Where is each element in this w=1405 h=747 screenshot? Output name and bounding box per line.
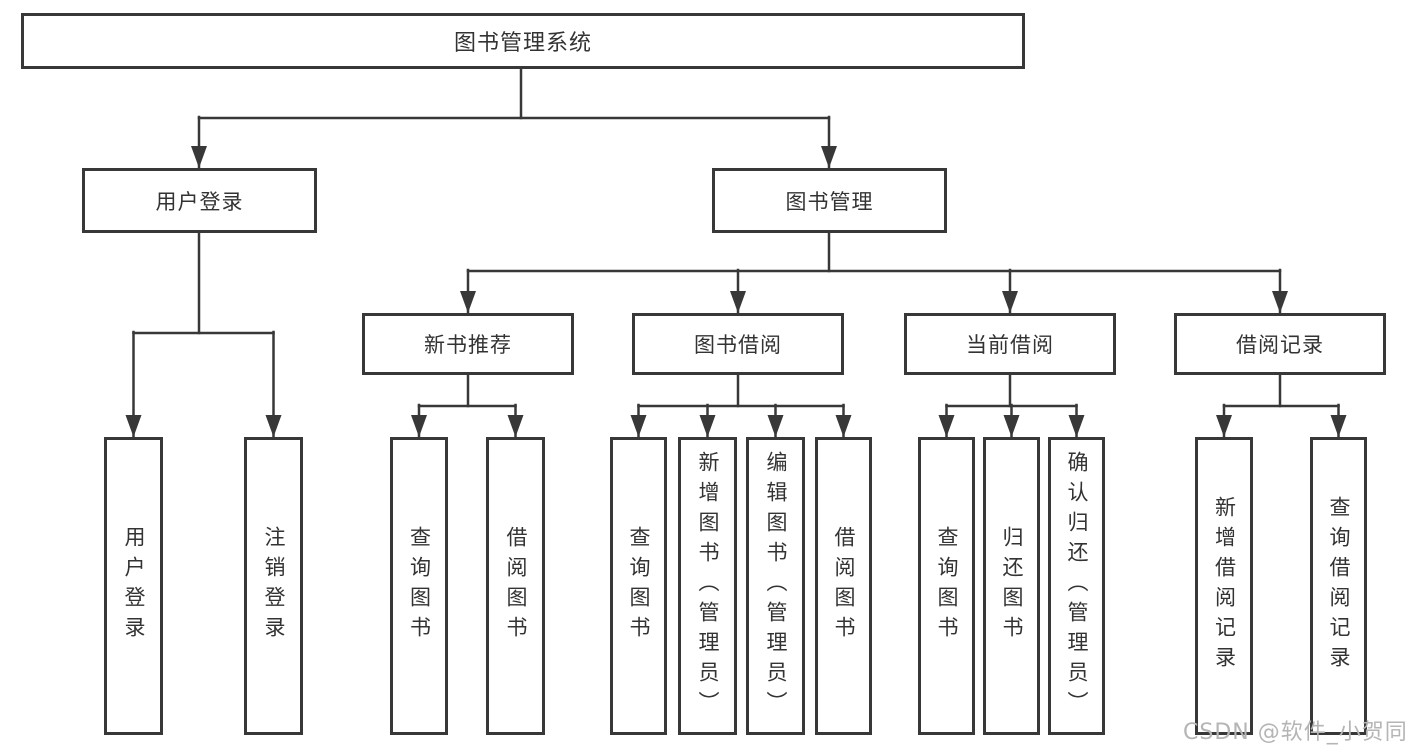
- leaf-logout-label: 注销登录: [262, 526, 287, 646]
- node-new-book-recommend: 新书推荐: [362, 313, 574, 375]
- leaf-confirm-return-admin: 确认归还（管理员）: [1048, 437, 1105, 735]
- leaf-query-borrow-record: 查询借阅记录: [1310, 437, 1367, 735]
- leaf-query-books-3-label: 查询图书: [935, 526, 960, 646]
- node-user-login-branch: 用户登录: [82, 168, 317, 233]
- leaf-query-books-1: 查询图书: [390, 437, 448, 735]
- leaf-borrow-books-2-label: 借阅图书: [832, 526, 857, 646]
- node-user-login-branch-label: 用户登录: [155, 189, 244, 214]
- node-book-management: 图书管理: [712, 168, 947, 233]
- leaf-query-books-2-label: 查询图书: [627, 526, 652, 646]
- leaf-add-books-admin-label: 新增图书（管理员）: [696, 451, 721, 721]
- leaf-user-login: 用户登录: [104, 437, 163, 735]
- leaf-return-books-label: 归还图书: [1000, 526, 1025, 646]
- leaf-add-borrow-record-label: 新增借阅记录: [1212, 496, 1237, 676]
- node-root-label: 图书管理系统: [453, 31, 592, 56]
- node-borrow-records: 借阅记录: [1174, 313, 1386, 375]
- leaf-add-borrow-record: 新增借阅记录: [1195, 437, 1253, 735]
- watermark: CSDN @软件_小贺同学: [1183, 720, 1405, 745]
- leaf-logout: 注销登录: [244, 437, 303, 735]
- leaf-query-books-1-label: 查询图书: [407, 526, 432, 646]
- leaf-edit-books-admin: 编辑图书（管理员）: [746, 437, 805, 735]
- node-book-management-label: 图书管理: [785, 189, 874, 214]
- leaf-borrow-books-1: 借阅图书: [486, 437, 545, 735]
- node-borrow-records-label: 借阅记录: [1236, 333, 1324, 357]
- leaf-query-borrow-record-label: 查询借阅记录: [1327, 496, 1352, 676]
- node-book-borrow-label: 图书借阅: [694, 333, 782, 357]
- leaf-query-books-2: 查询图书: [610, 437, 667, 735]
- leaf-query-books-3: 查询图书: [918, 437, 975, 735]
- node-new-book-recommend-label: 新书推荐: [424, 333, 512, 357]
- node-root: 图书管理系统: [21, 13, 1025, 69]
- leaf-borrow-books-2: 借阅图书: [815, 437, 872, 735]
- leaf-confirm-return-admin-label: 确认归还（管理员）: [1065, 451, 1090, 721]
- leaf-user-login-label: 用户登录: [122, 526, 147, 646]
- leaf-edit-books-admin-label: 编辑图书（管理员）: [764, 451, 789, 721]
- node-current-borrow-label: 当前借阅: [966, 333, 1054, 357]
- node-current-borrow: 当前借阅: [904, 313, 1116, 375]
- leaf-add-books-admin: 新增图书（管理员）: [678, 437, 737, 735]
- leaf-return-books: 归还图书: [983, 437, 1040, 735]
- node-book-borrow: 图书借阅: [632, 313, 844, 375]
- leaf-borrow-books-1-label: 借阅图书: [504, 526, 529, 646]
